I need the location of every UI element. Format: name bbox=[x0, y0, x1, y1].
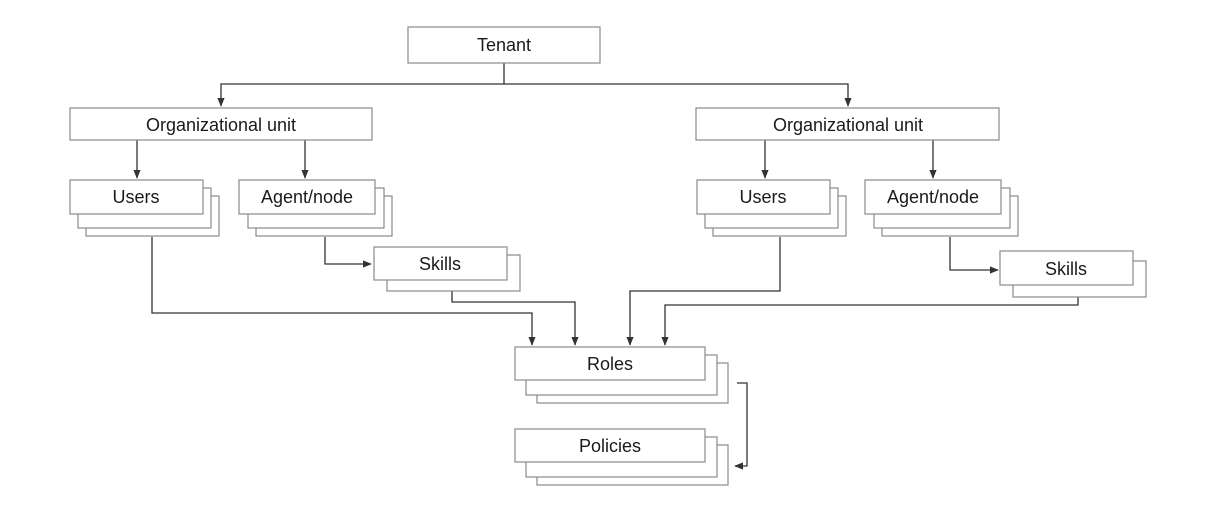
org-unit-left-label: Organizational unit bbox=[146, 115, 296, 135]
connectors bbox=[133, 63, 1079, 470]
users-right-stack: Users bbox=[696, 179, 847, 237]
connector-tenant-to-left-org bbox=[217, 83, 504, 107]
agent-right-box bbox=[864, 179, 1002, 215]
connector-tenant-to-right-org bbox=[504, 83, 852, 107]
agent-right-stack: Agent/node bbox=[864, 179, 1019, 237]
policies-stack: Policies bbox=[514, 428, 729, 486]
users-right-label: Users bbox=[739, 187, 786, 207]
org-unit-right-label: Organizational unit bbox=[773, 115, 923, 135]
skills-left-box bbox=[373, 246, 508, 281]
connector-right-skills-to-roles bbox=[661, 297, 1079, 346]
skills-right-box bbox=[999, 250, 1134, 286]
connector-left-skills-to-roles bbox=[451, 289, 579, 346]
connector-left-agent-to-skills bbox=[324, 237, 372, 268]
connector-right-agent-to-skills bbox=[949, 237, 999, 274]
connector-roles-to-policies bbox=[734, 382, 748, 470]
policies-box bbox=[514, 428, 706, 463]
agent-left-label: Agent/node bbox=[261, 187, 353, 207]
skills-left-stack: Skills bbox=[373, 246, 521, 292]
agent-left-stack: Agent/node bbox=[238, 179, 393, 237]
agent-left-box bbox=[238, 179, 376, 215]
agent-right-label: Agent/node bbox=[887, 187, 979, 207]
users-left-box bbox=[69, 179, 204, 215]
policies-label: Policies bbox=[579, 436, 641, 456]
tenant-node: Tenant bbox=[407, 26, 601, 64]
org-unit-right: Organizational unit bbox=[695, 107, 1000, 141]
roles-stack: Roles bbox=[514, 346, 729, 404]
roles-label: Roles bbox=[587, 354, 633, 374]
skills-left-label: Skills bbox=[419, 254, 461, 274]
users-right-box bbox=[696, 179, 831, 215]
skills-right-label: Skills bbox=[1045, 259, 1087, 279]
skills-right-stack: Skills bbox=[999, 250, 1147, 298]
roles-box bbox=[514, 346, 706, 381]
users-left-label: Users bbox=[112, 187, 159, 207]
tenant-label: Tenant bbox=[477, 35, 531, 55]
users-left-stack: Users bbox=[69, 179, 220, 237]
connector-right-users-to-roles bbox=[626, 237, 781, 346]
org-unit-left-box bbox=[69, 107, 373, 141]
tenant-box bbox=[407, 26, 601, 64]
org-unit-right-box bbox=[695, 107, 1000, 141]
org-unit-left: Organizational unit bbox=[69, 107, 373, 141]
connector-left-users-to-roles bbox=[151, 237, 536, 346]
